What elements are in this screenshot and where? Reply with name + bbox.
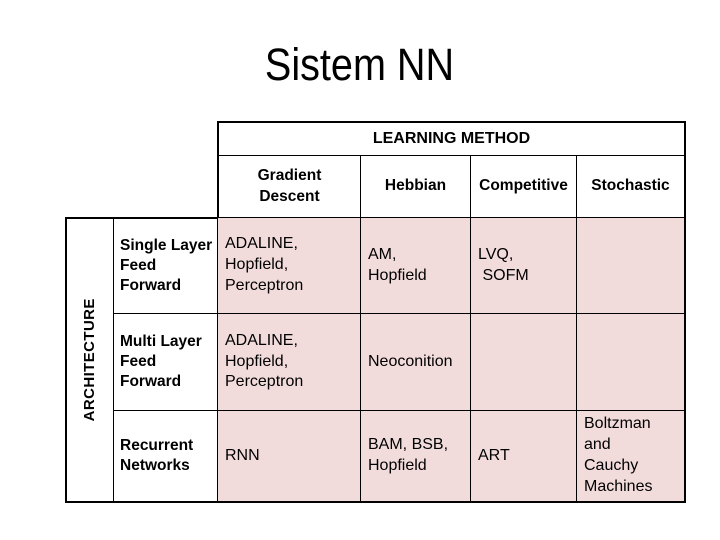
cell-multi-layer-hebbian: Neoconition — [360, 313, 470, 410]
cell-recurrent-stochastic: Boltzman and Cauchy Machines — [576, 410, 686, 503]
column-header-competitive: Competitive — [470, 155, 576, 217]
cell-single-layer-gradient-descent: ADALINE, Hopfield, Perceptron — [217, 217, 360, 313]
row-label-recurrent-networks: Recurrent Networks — [113, 410, 217, 503]
nn-system-table: LEARNING METHOD Gradient Descent Hebbian… — [65, 121, 686, 503]
cell-recurrent-hebbian: BAM, BSB, Hopfield — [360, 410, 470, 503]
column-header-stochastic: Stochastic — [576, 155, 686, 217]
cell-single-layer-stochastic — [576, 217, 686, 313]
column-header-hebbian: Hebbian — [360, 155, 470, 217]
cell-multi-layer-competitive — [470, 313, 576, 410]
architecture-header-label: ARCHITECTURE — [81, 298, 99, 422]
cell-recurrent-gradient-descent: RNN — [217, 410, 360, 503]
cell-single-layer-hebbian: AM, Hopfield — [360, 217, 470, 313]
cell-multi-layer-gradient-descent: ADALINE, Hopfield, Perceptron — [217, 313, 360, 410]
cell-single-layer-competitive: LVQ, SOFM — [470, 217, 576, 313]
slide-title: Sistem NN — [265, 39, 455, 90]
title-area: Sistem NN — [0, 42, 720, 87]
column-header-gradient-descent: Gradient Descent — [217, 155, 360, 217]
learning-method-header: LEARNING METHOD — [217, 121, 686, 155]
cell-recurrent-competitive: ART — [470, 410, 576, 503]
cell-multi-layer-stochastic — [576, 313, 686, 410]
architecture-header: ARCHITECTURE — [65, 217, 113, 503]
row-label-multi-layer-feed-forward: Multi Layer Feed Forward — [113, 313, 217, 410]
row-label-single-layer-feed-forward: Single Layer Feed Forward — [113, 217, 217, 313]
